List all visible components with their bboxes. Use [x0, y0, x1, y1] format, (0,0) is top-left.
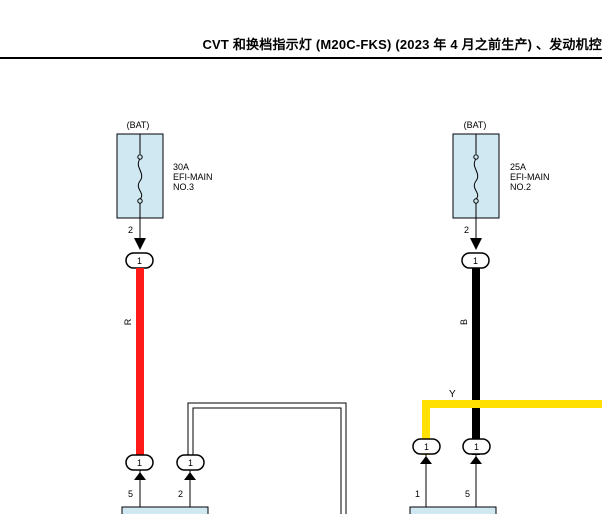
connector-label: 1	[474, 442, 479, 452]
fuse-2-rating: 25A	[510, 162, 526, 172]
component-box-right	[409, 506, 497, 514]
connector-label: 1	[137, 458, 142, 468]
component-box-left	[121, 506, 209, 514]
pin-left-bottom-b: 2	[178, 489, 183, 499]
page-title: CVT 和换档指示灯 (M20C-FKS) (2023 年 4 月之前生产) 、…	[202, 37, 602, 52]
wire-color-label-right: B	[459, 319, 469, 325]
connector-label: 1	[137, 256, 142, 266]
wire-yellow	[422, 400, 602, 455]
pin-right-bottom-b: 5	[465, 489, 470, 499]
fuse-1-symbol-icon	[137, 134, 143, 218]
fuse-1-name: EFI-MAIN	[173, 172, 213, 182]
pin-left-bottom-a: 5	[128, 489, 133, 499]
fuse-1-number: NO.3	[173, 182, 194, 192]
wire-black	[472, 268, 480, 455]
connector-label: 1	[473, 256, 478, 266]
arrow-up-icon	[134, 472, 146, 480]
arrow-down-icon	[134, 238, 146, 250]
fuse-2-number: NO.2	[510, 182, 531, 192]
wire-red	[136, 268, 144, 455]
fuse-2-symbol-icon	[473, 134, 479, 218]
wire-color-label-left: R	[123, 318, 133, 325]
connector-label: 1	[188, 458, 193, 468]
fuse-2-source: (BAT)	[464, 120, 487, 130]
wire-color-label-yellow: Y	[449, 389, 456, 400]
fuse-2-name: EFI-MAIN	[510, 172, 550, 182]
fuse-1-out-pin: 2	[128, 225, 133, 235]
pin-right-bottom-a: 1	[415, 489, 420, 499]
fuse-2-out-pin: 2	[464, 225, 469, 235]
connector-label: 1	[424, 442, 429, 452]
fuse-1-source: (BAT)	[127, 120, 150, 130]
wire-shielded-inner	[192, 407, 342, 514]
fuse-1-rating: 30A	[173, 162, 189, 172]
arrow-down-icon	[470, 238, 482, 250]
arrow-up-icon	[420, 456, 432, 464]
wire-shielded-outer	[187, 402, 347, 514]
arrow-up-icon	[470, 456, 482, 464]
arrow-up-icon	[184, 472, 196, 480]
